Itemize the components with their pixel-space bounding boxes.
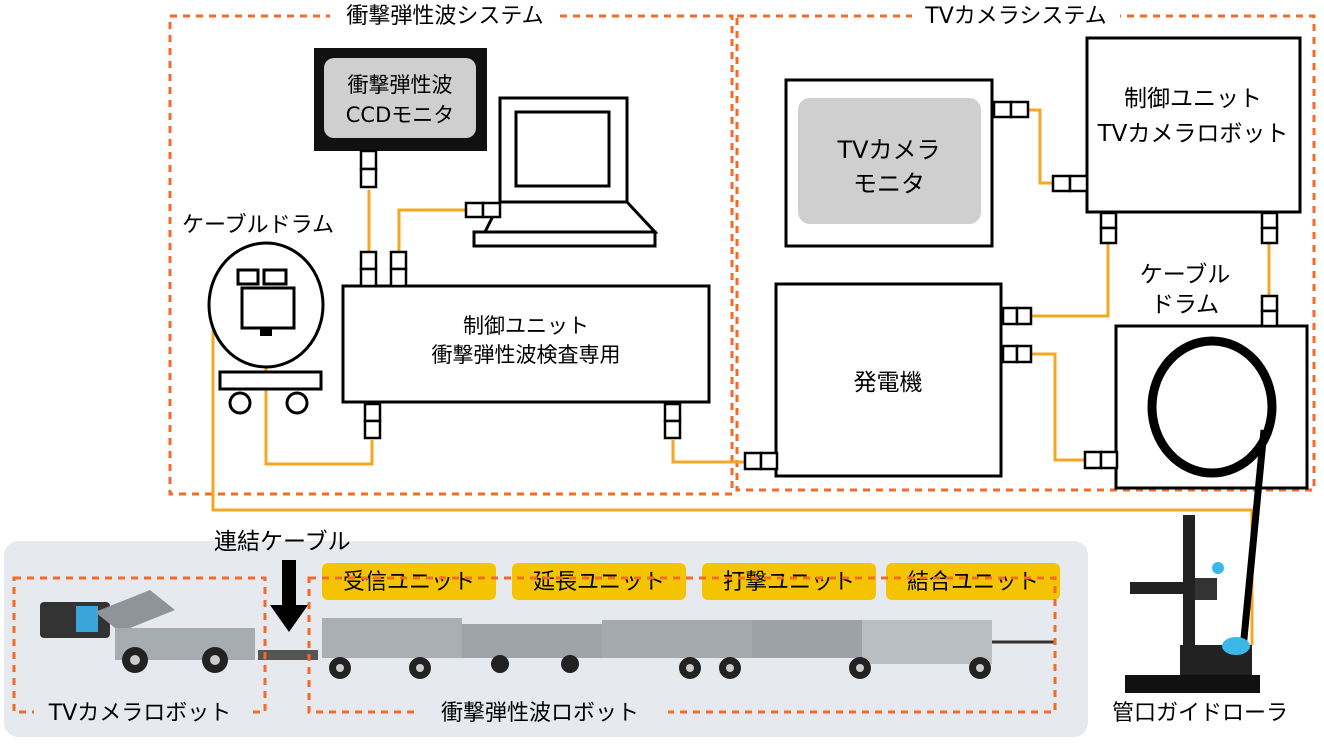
cable-drum-right-label-1: ケーブル	[1140, 262, 1231, 288]
tv-monitor-label-1: TVカメラ	[836, 136, 940, 164]
control-unit-impact-label-1: 制御ユニット	[463, 314, 589, 338]
unit-label-receive: 受信ユニット	[343, 570, 475, 595]
tv-monitor-label-2: モニタ	[853, 170, 925, 198]
tv-system-title: TVカメラシステム	[924, 4, 1106, 29]
link-cable-arrow	[270, 560, 308, 632]
cable-drum-right-label-2: ドラム	[1151, 292, 1219, 318]
link-cable-label: 連結ケーブル	[214, 529, 351, 555]
control-unit-impact-label-2: 衝撃弾性波検査専用	[432, 343, 621, 367]
pipe-guide-roller	[1125, 515, 1260, 693]
ccd-monitor: 衝撃弾性波 CCDモニタ	[314, 48, 487, 189]
laptop-connector	[464, 201, 502, 219]
tv-camera-robot-image	[40, 590, 255, 673]
unit-label-join: 結合ユニット	[907, 570, 1039, 595]
control-unit-tv-label-2: TVカメラロボット	[1097, 121, 1289, 147]
ccd-monitor-label-1: 衝撃弾性波	[348, 73, 453, 97]
impact-robot-label: 衝撃弾性波ロボット	[441, 701, 639, 726]
unit-labels: 受信ユニット 延長ユニット 打撃ユニット 結合ユニット	[322, 563, 1060, 600]
generator-label: 発電機	[854, 370, 923, 396]
cable-drum-right	[1083, 294, 1309, 681]
control-unit-tv-label-1: 制御ユニット	[1124, 86, 1262, 112]
ccd-monitor-label-2: CCDモニタ	[346, 103, 455, 127]
unit-label-strike: 打撃ユニット	[723, 570, 855, 595]
cable-drum-left	[207, 241, 325, 415]
impact-robot-image	[258, 618, 1055, 679]
impact-robot-box	[307, 576, 1057, 714]
unit-label-extend: 延長ユニット	[533, 570, 665, 595]
generator: 発電機	[743, 282, 1033, 478]
tv-robot-label: TVカメラロボット	[48, 701, 232, 726]
pipe-guide-label: 管口ガイドローラ	[1112, 701, 1288, 726]
laptop-icon	[472, 96, 659, 248]
tv-camera-monitor: TVカメラ モニタ	[784, 78, 1030, 248]
cable-drum-left-label: ケーブルドラム	[182, 213, 334, 238]
impact-system-title: 衝撃弾性波システム	[346, 4, 543, 29]
control-unit-tv: 制御ユニット TVカメラロボット	[1051, 36, 1302, 245]
control-unit-impact: 制御ユニット 衝撃弾性波検査専用	[341, 250, 711, 440]
